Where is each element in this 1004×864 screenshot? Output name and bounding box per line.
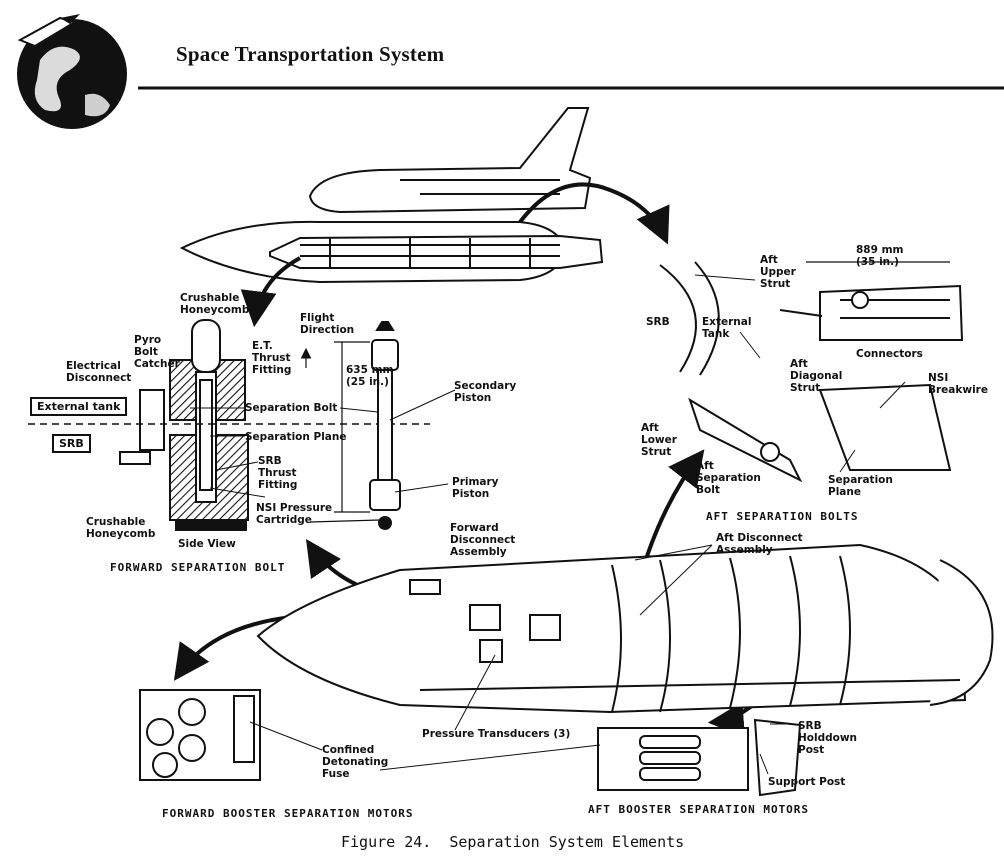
figure-caption: Figure 24. Separation System Elements bbox=[341, 833, 685, 851]
label-secondary-piston: Secondary Piston bbox=[454, 380, 517, 404]
leader-lines bbox=[190, 274, 906, 775]
logo-globe bbox=[17, 14, 127, 129]
label-dim-889: 889 mm (35 in.) bbox=[856, 244, 904, 268]
label-srb-box: SRB bbox=[52, 434, 91, 453]
label-pyro-bolt-catcher: Pyro Bolt Catcher bbox=[134, 334, 180, 370]
caption-aft-booster-separation-motors: AFT BOOSTER SEPARATION MOTORS bbox=[588, 803, 810, 816]
caption-forward-separation-bolt: FORWARD SEPARATION BOLT bbox=[110, 561, 286, 574]
label-nsi-pressure-cartridge: NSI Pressure Cartridge bbox=[256, 502, 333, 526]
label-external-tank-right: External Tank bbox=[702, 316, 752, 340]
srb-body bbox=[256, 543, 994, 714]
aft-strut-illustration bbox=[659, 261, 964, 483]
label-aft-lower-strut: Aft Lower Strut bbox=[641, 422, 677, 458]
forward-motors-illustration bbox=[139, 689, 261, 781]
label-pressure-transducers: Pressure Transducers (3) bbox=[422, 728, 571, 740]
label-separation-bolt: Separation Bolt bbox=[245, 402, 338, 414]
label-crushable-honeycomb-bottom: Crushable Honeycomb bbox=[86, 516, 156, 540]
label-separation-plane-right: Separation Plane bbox=[828, 474, 893, 498]
label-separation-plane-left: Separation Plane bbox=[245, 431, 347, 443]
label-external-tank: External tank bbox=[30, 397, 128, 416]
label-aft-diagonal-strut: Aft Diagonal Strut bbox=[790, 358, 843, 394]
label-srb-holddown-post: SRB Holddown Post bbox=[798, 720, 858, 756]
label-primary-piston: Primary Piston bbox=[452, 476, 499, 500]
page-title: Space Transportation System bbox=[176, 42, 445, 66]
label-connectors: Connectors bbox=[856, 348, 923, 360]
bolt-detail bbox=[369, 321, 401, 530]
label-nsi-breakwire: NSI Breakwire bbox=[928, 372, 988, 396]
label-side-view: Side View bbox=[178, 538, 236, 550]
caption-forward-booster-separation-motors: FORWARD BOOSTER SEPARATION MOTORS bbox=[162, 807, 414, 820]
shuttle-stack bbox=[179, 107, 604, 284]
label-crushable-honeycomb-top: Crushable Honeycomb bbox=[180, 292, 250, 316]
forward-separation-bolt-illustration bbox=[119, 319, 249, 531]
label-forward-disconnect-assembly: Forward Disconnect Assembly bbox=[450, 522, 516, 558]
label-srb-right: SRB bbox=[646, 316, 670, 328]
label-aft-separation-bolt: Aft Separation Bolt bbox=[696, 460, 761, 496]
label-dim-635: 635 mm (25 in.) bbox=[346, 364, 394, 388]
label-srb-thrust-fitting: SRB Thrust Fitting bbox=[258, 455, 298, 491]
label-flight-direction: Flight Direction bbox=[300, 312, 355, 336]
label-electrical-disconnect: Electrical Disconnect bbox=[66, 360, 132, 384]
bolt-dimension bbox=[300, 341, 381, 523]
label-confined-detonating-fuse: Confined Detonating Fuse bbox=[322, 744, 389, 780]
caption-aft-separation-bolts: AFT SEPARATION BOLTS bbox=[706, 510, 859, 523]
label-et-thrust-fitting: E.T. Thrust Fitting bbox=[252, 340, 292, 376]
label-support-post: Support Post bbox=[768, 776, 846, 788]
label-aft-upper-strut: Aft Upper Strut bbox=[760, 254, 796, 290]
aft-motors-illustration bbox=[597, 718, 802, 797]
label-aft-disconnect-assembly: Aft Disconnect Assembly bbox=[716, 532, 803, 556]
